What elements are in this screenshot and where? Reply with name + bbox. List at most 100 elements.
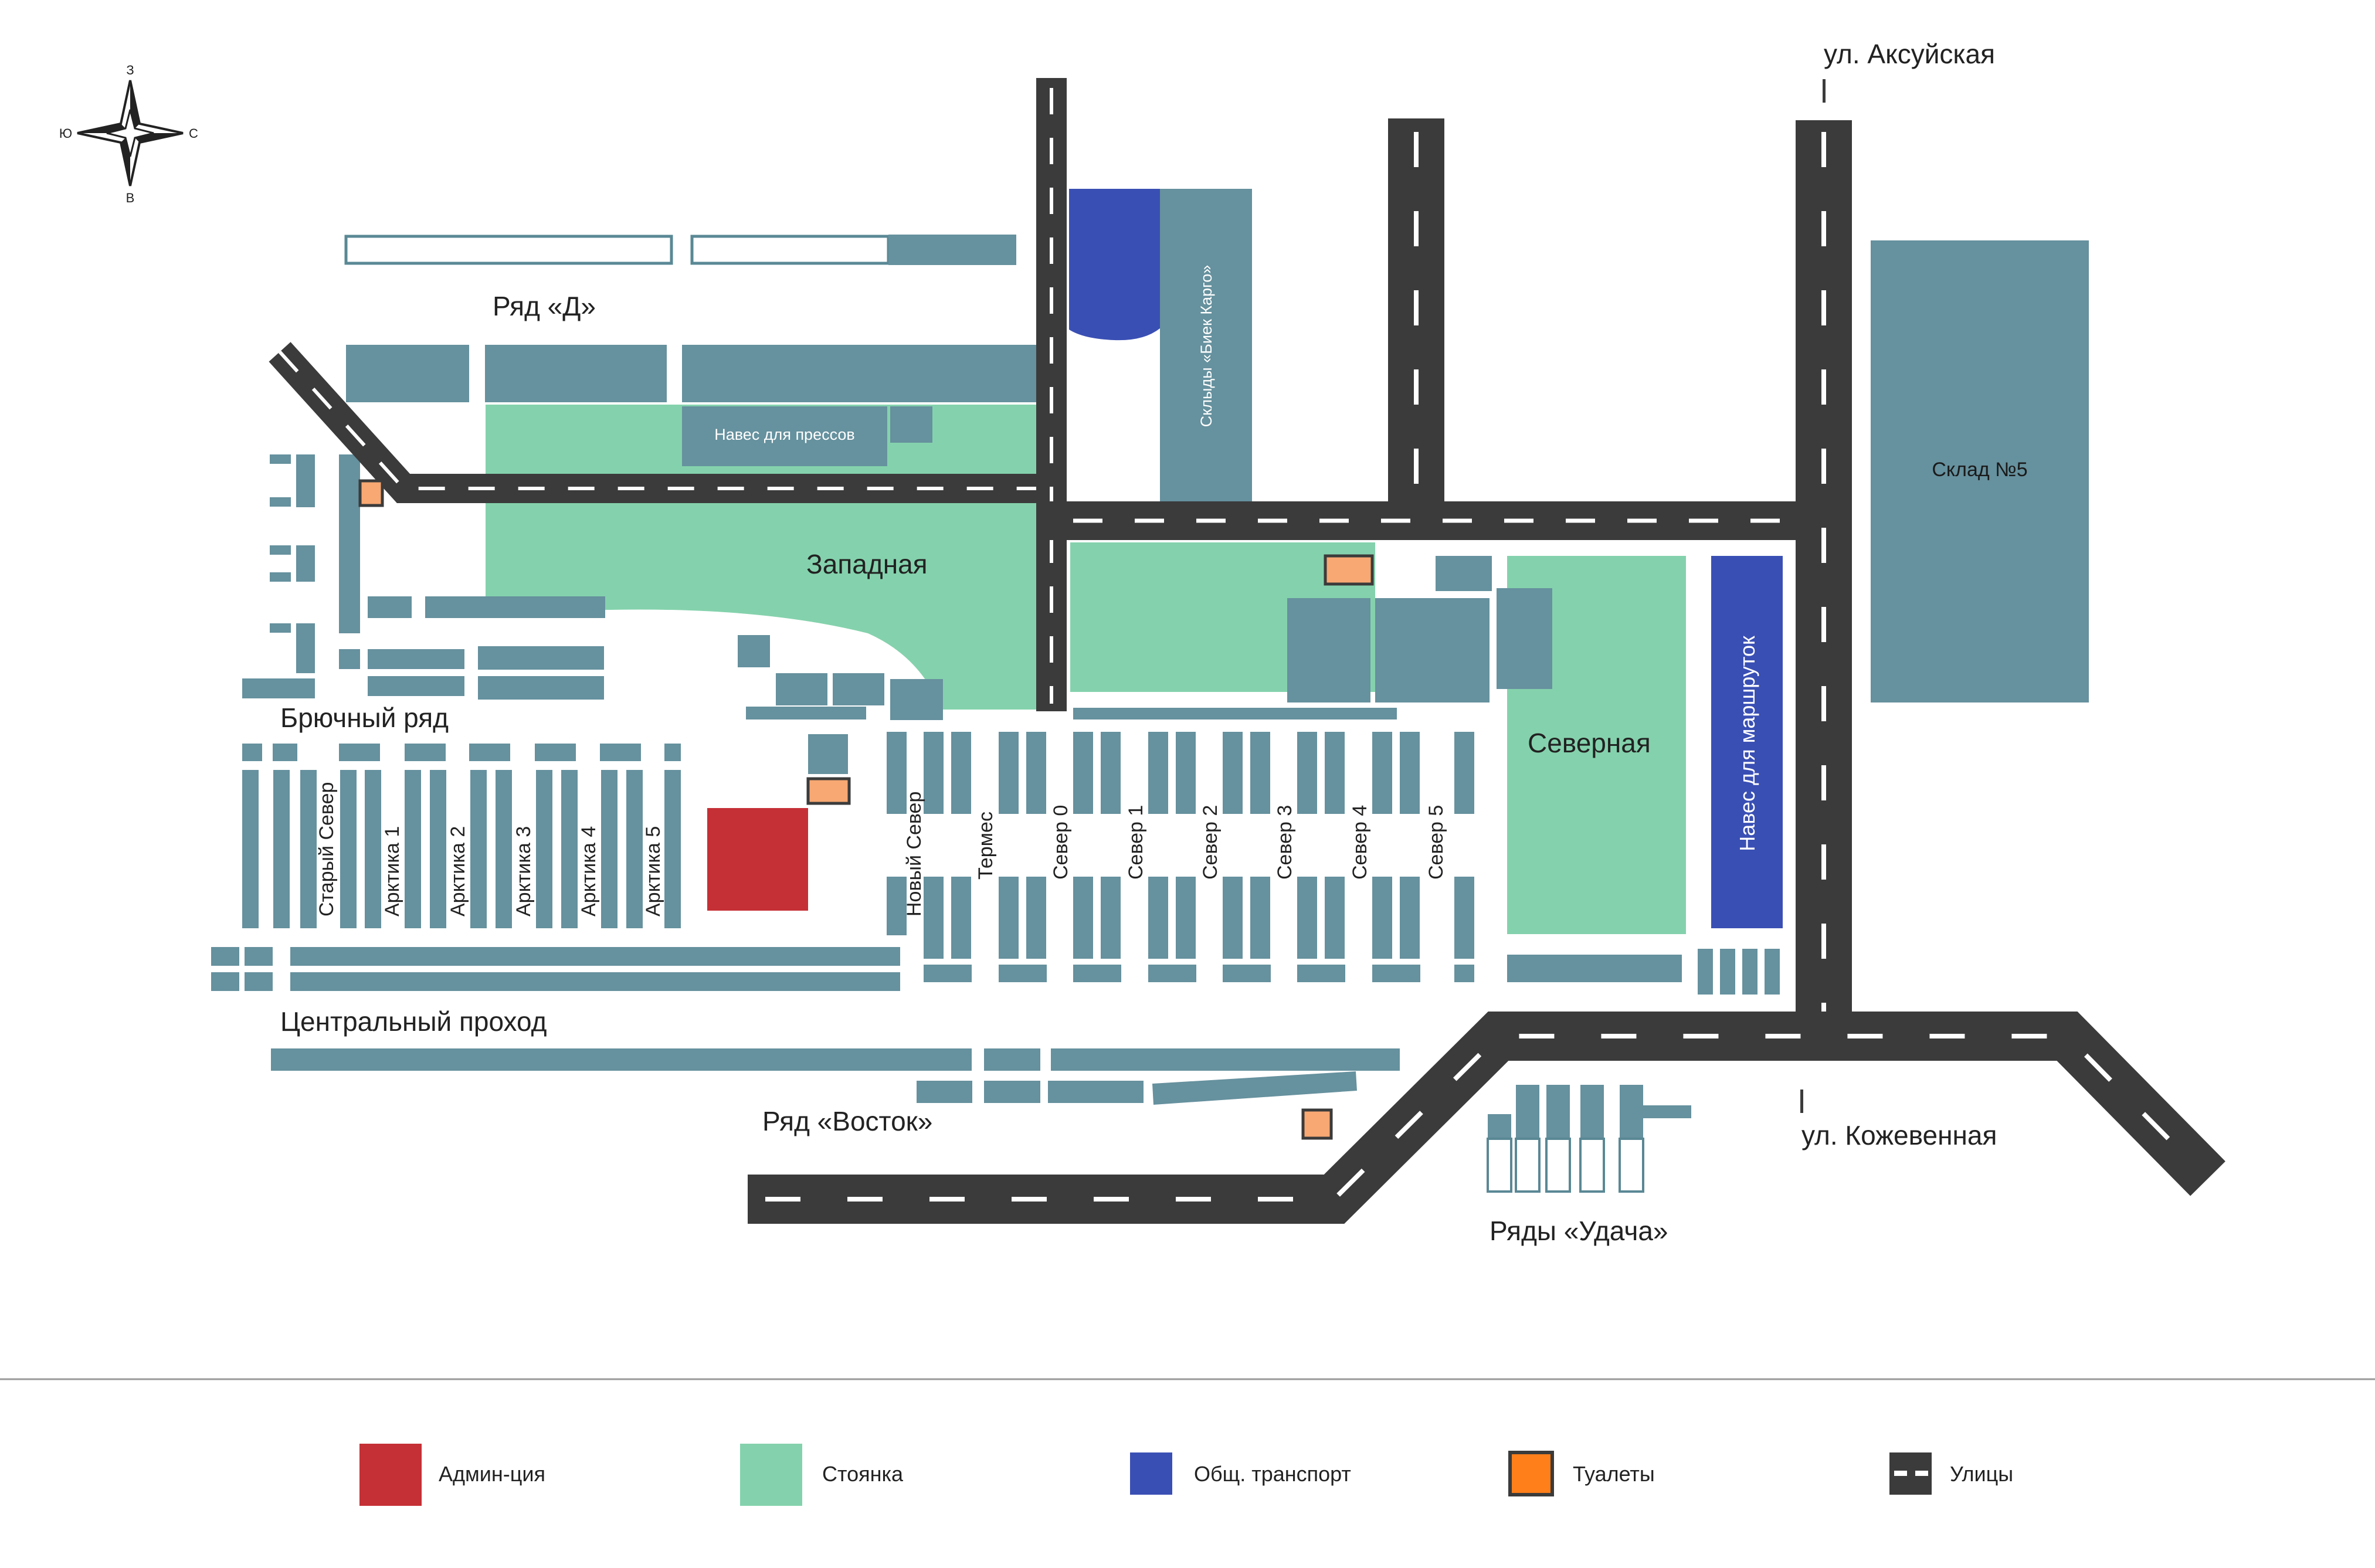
- legend-swatch-admin: [359, 1444, 422, 1506]
- building-sev-r2: [1720, 949, 1735, 995]
- building-sklad5[interactable]: [1871, 240, 2089, 702]
- label-street-aksuyskaya: ул. Аксуйская: [1824, 39, 1995, 69]
- building-u-3: [1546, 1085, 1570, 1139]
- building-left-4: [296, 545, 315, 582]
- label-row-vostok: Ряд «Восток»: [762, 1106, 932, 1136]
- building-cp-6: [290, 972, 900, 991]
- toilet-1[interactable]: [358, 479, 384, 507]
- building-left-13: [339, 649, 360, 669]
- label-naves-pressov: Навес для прессов: [714, 426, 855, 443]
- building-v-1: [271, 1048, 972, 1071]
- building-v-4: [917, 1081, 972, 1103]
- strip-s-l-2: [924, 877, 944, 959]
- building-top-solid: [888, 235, 1016, 265]
- aisle-stary-sever: Старый Север: [315, 782, 338, 917]
- building-ce-2: [1375, 598, 1490, 702]
- aisle-sever3: Север 3: [1274, 805, 1296, 880]
- transport-naves-marshrutok[interactable]: [1711, 556, 1783, 928]
- aisle-arktika2: Арктика 2: [447, 826, 469, 917]
- transport-stop-top[interactable]: [1069, 189, 1160, 341]
- legend-swatch-transport: [1130, 1452, 1172, 1495]
- building-mid-4: [833, 673, 884, 705]
- strip-s-u-13: [1325, 732, 1345, 814]
- toilet-4[interactable]: [1301, 1108, 1333, 1140]
- building-u-o5: [1619, 1138, 1644, 1193]
- label-severnaya[interactable]: Северная: [1528, 728, 1651, 758]
- building-br-7: [600, 744, 641, 761]
- strip-s-l-9: [1176, 877, 1196, 959]
- strip-a-12: [601, 770, 618, 928]
- building-cp-2: [245, 947, 273, 966]
- building-mid-1: [738, 635, 770, 667]
- strip-a-11: [561, 770, 578, 928]
- building-naves-pressov[interactable]: [682, 406, 887, 466]
- strip-s-l-13: [1325, 877, 1345, 959]
- building-left-10: [339, 454, 360, 633]
- building-left-8: [270, 623, 291, 633]
- building-br-8: [664, 744, 681, 761]
- aisle-sever2: Север 2: [1199, 805, 1222, 880]
- aisle-arktika4: Арктика 4: [578, 826, 600, 917]
- strip-s-u-8: [1148, 732, 1168, 814]
- strip-s-u-6: [1073, 732, 1093, 814]
- building-br-1: [242, 744, 262, 761]
- buildings: [211, 189, 2089, 1193]
- building-mid-3: [776, 673, 827, 705]
- building-u-6: [1643, 1105, 1691, 1118]
- building-top-outline-1: [344, 235, 673, 265]
- toilet-3[interactable]: [806, 777, 851, 805]
- building-d-3: [682, 345, 1037, 402]
- compass-s: В: [126, 191, 135, 205]
- aisle-sever4: Север 4: [1349, 805, 1371, 880]
- building-sklady-biek[interactable]: [1160, 189, 1252, 503]
- building-sev-bottom: [1507, 955, 1682, 982]
- aisle-sever1: Север 1: [1125, 805, 1147, 880]
- cap-s-5: [1223, 965, 1271, 982]
- compass-e: С: [189, 126, 198, 141]
- building-u-5: [1620, 1085, 1643, 1139]
- building-u-4: [1580, 1085, 1604, 1139]
- legend-swatch-toilet: [1508, 1451, 1554, 1496]
- building-left-9: [242, 678, 315, 698]
- legend-item-toilet: Туалеты: [1508, 1451, 1655, 1496]
- building-left-14: [368, 649, 464, 669]
- cap-s-8: [1454, 965, 1474, 982]
- building-top-outline-2: [690, 235, 890, 265]
- strip-a-4: [340, 770, 357, 928]
- strip-a-3: [300, 770, 317, 928]
- strip-s-l-11: [1250, 877, 1270, 959]
- aisle-novy-sever: Новый Север: [903, 792, 925, 917]
- legend-label-parking: Стоянка: [822, 1462, 904, 1486]
- legend: Админ-ция Стоянка Общ. транспорт Туалеты…: [359, 1444, 2013, 1506]
- strip-s-u-12: [1297, 732, 1317, 814]
- building-ce-3: [1497, 588, 1552, 689]
- strip-s-l-7: [1101, 877, 1121, 959]
- aisle-sever5: Север 5: [1425, 805, 1447, 880]
- map-labels: ул. Аксуйская ул. Кожевенная Ряд «Д» Брю…: [280, 39, 2028, 1246]
- aisle-sever0: Север 0: [1050, 805, 1072, 880]
- building-left-17: [478, 676, 604, 700]
- strip-s-u-9: [1176, 732, 1196, 814]
- toilet-2[interactable]: [1324, 554, 1374, 586]
- building-small-press: [890, 406, 932, 443]
- compass-n: З: [126, 63, 134, 77]
- street-marker-aksuyskaya: [1823, 79, 1826, 103]
- legend-label-transport: Общ. транспорт: [1194, 1462, 1351, 1486]
- strip-a-5: [365, 770, 381, 928]
- building-left-15: [478, 646, 604, 670]
- strip-s-u-11: [1250, 732, 1270, 814]
- strip-a-6: [405, 770, 421, 928]
- building-v-6: [1048, 1081, 1144, 1103]
- cap-s-7: [1372, 965, 1420, 982]
- admin-building[interactable]: [707, 808, 808, 911]
- building-u-1: [1488, 1114, 1511, 1139]
- strip-a-8: [470, 770, 487, 928]
- strip-s-u-7: [1101, 732, 1121, 814]
- street-marker-kozhevennaya: [1800, 1090, 1803, 1113]
- building-mid-2: [746, 707, 866, 719]
- strip-s-l-3: [951, 877, 971, 959]
- label-zapadnaya[interactable]: Западная: [806, 549, 928, 579]
- strip-s-u-15: [1400, 732, 1420, 814]
- building-left-11: [368, 596, 412, 618]
